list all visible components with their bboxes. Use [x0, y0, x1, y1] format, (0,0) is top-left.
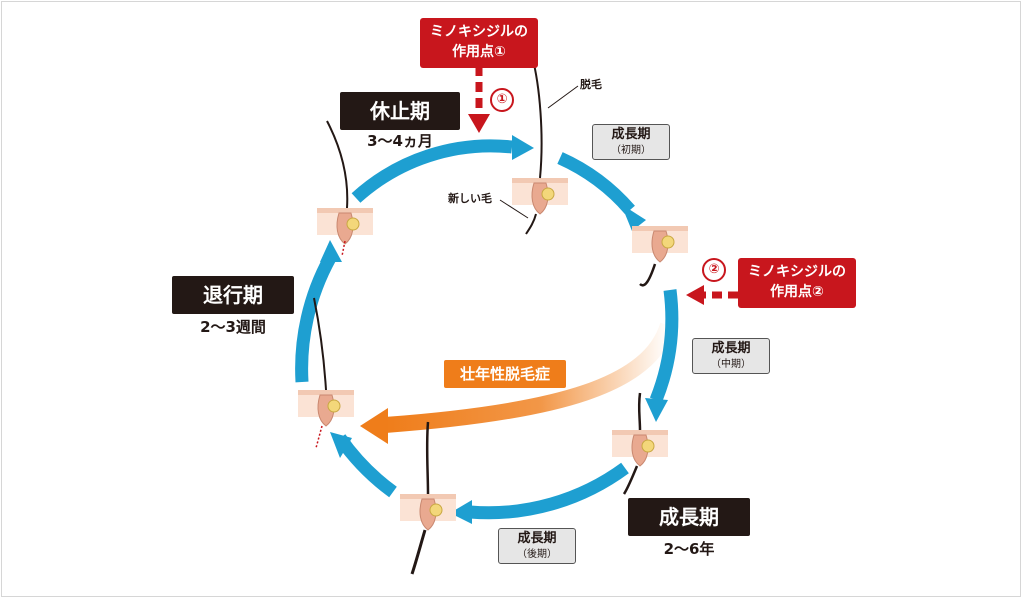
aga-label: 壮年性脱毛症 [444, 360, 566, 388]
phase-rest-label: 休止期 [340, 92, 460, 130]
shedding-label: 脱毛 [580, 78, 602, 91]
minoxidil-point-1-line2: 作用点① [452, 44, 506, 60]
minoxidil-point-1-line1: ミノキシジルの [430, 24, 528, 40]
arrow-rest-to-early [351, 139, 513, 203]
phase-regression-duration: 2〜3週間 [200, 318, 266, 336]
stage-middle-box: 成長期 （中期） [692, 338, 770, 374]
phase-growth-label: 成長期 [628, 498, 750, 536]
follicle-mid [631, 225, 689, 287]
stage-early-sub: （初期） [611, 145, 651, 156]
aga-arrowhead [360, 408, 388, 444]
follicle-regression [297, 297, 355, 449]
stage-middle-sub: （中期） [711, 359, 751, 370]
arrow-regression-to-rest [295, 254, 336, 383]
minoxidil-point-2-line1: ミノキシジルの [748, 264, 846, 280]
phase-rest-duration: 3〜4ヵ月 [367, 132, 433, 150]
follicle-late2 [399, 421, 457, 575]
shedding-pointer [547, 85, 579, 109]
stage-early-box: 成長期 （初期） [592, 124, 670, 160]
new-hair-label: 新しい毛 [448, 192, 492, 205]
minoxidil-point-2-line2: 作用点② [770, 284, 824, 300]
phase-growth-duration: 2〜6年 [663, 540, 715, 558]
follicle-rest [316, 120, 374, 257]
stage-late-sub: （後期） [517, 549, 557, 560]
phase-regression-label: 退行期 [172, 276, 294, 314]
arrow-early-to-mid [557, 152, 635, 215]
new-hair-pointer [499, 199, 529, 219]
minoxidil-arrow-1 [468, 66, 490, 133]
arrow-late-to-late2 [469, 462, 629, 520]
minoxidil-arrow-2 [686, 285, 738, 305]
minoxidil-number-1: ① [490, 88, 514, 112]
aga-arrow [384, 322, 676, 433]
arrow-late2-to-regression [334, 434, 397, 498]
stage-middle-label: 成長期 [711, 341, 751, 356]
arrow-mid-to-late [649, 289, 679, 403]
minoxidil-point-1-box: ミノキシジルの 作用点① [420, 18, 538, 68]
minoxidil-number-2: ② [702, 258, 726, 282]
cycle-arrowheads [320, 135, 668, 524]
stage-late-box: 成長期 （後期） [498, 528, 576, 564]
follicle-late [611, 392, 669, 495]
minoxidil-point-2-box: ミノキシジルの 作用点② [738, 258, 856, 308]
stage-early-label: 成長期 [611, 127, 651, 142]
stage-late-label: 成長期 [517, 531, 557, 546]
